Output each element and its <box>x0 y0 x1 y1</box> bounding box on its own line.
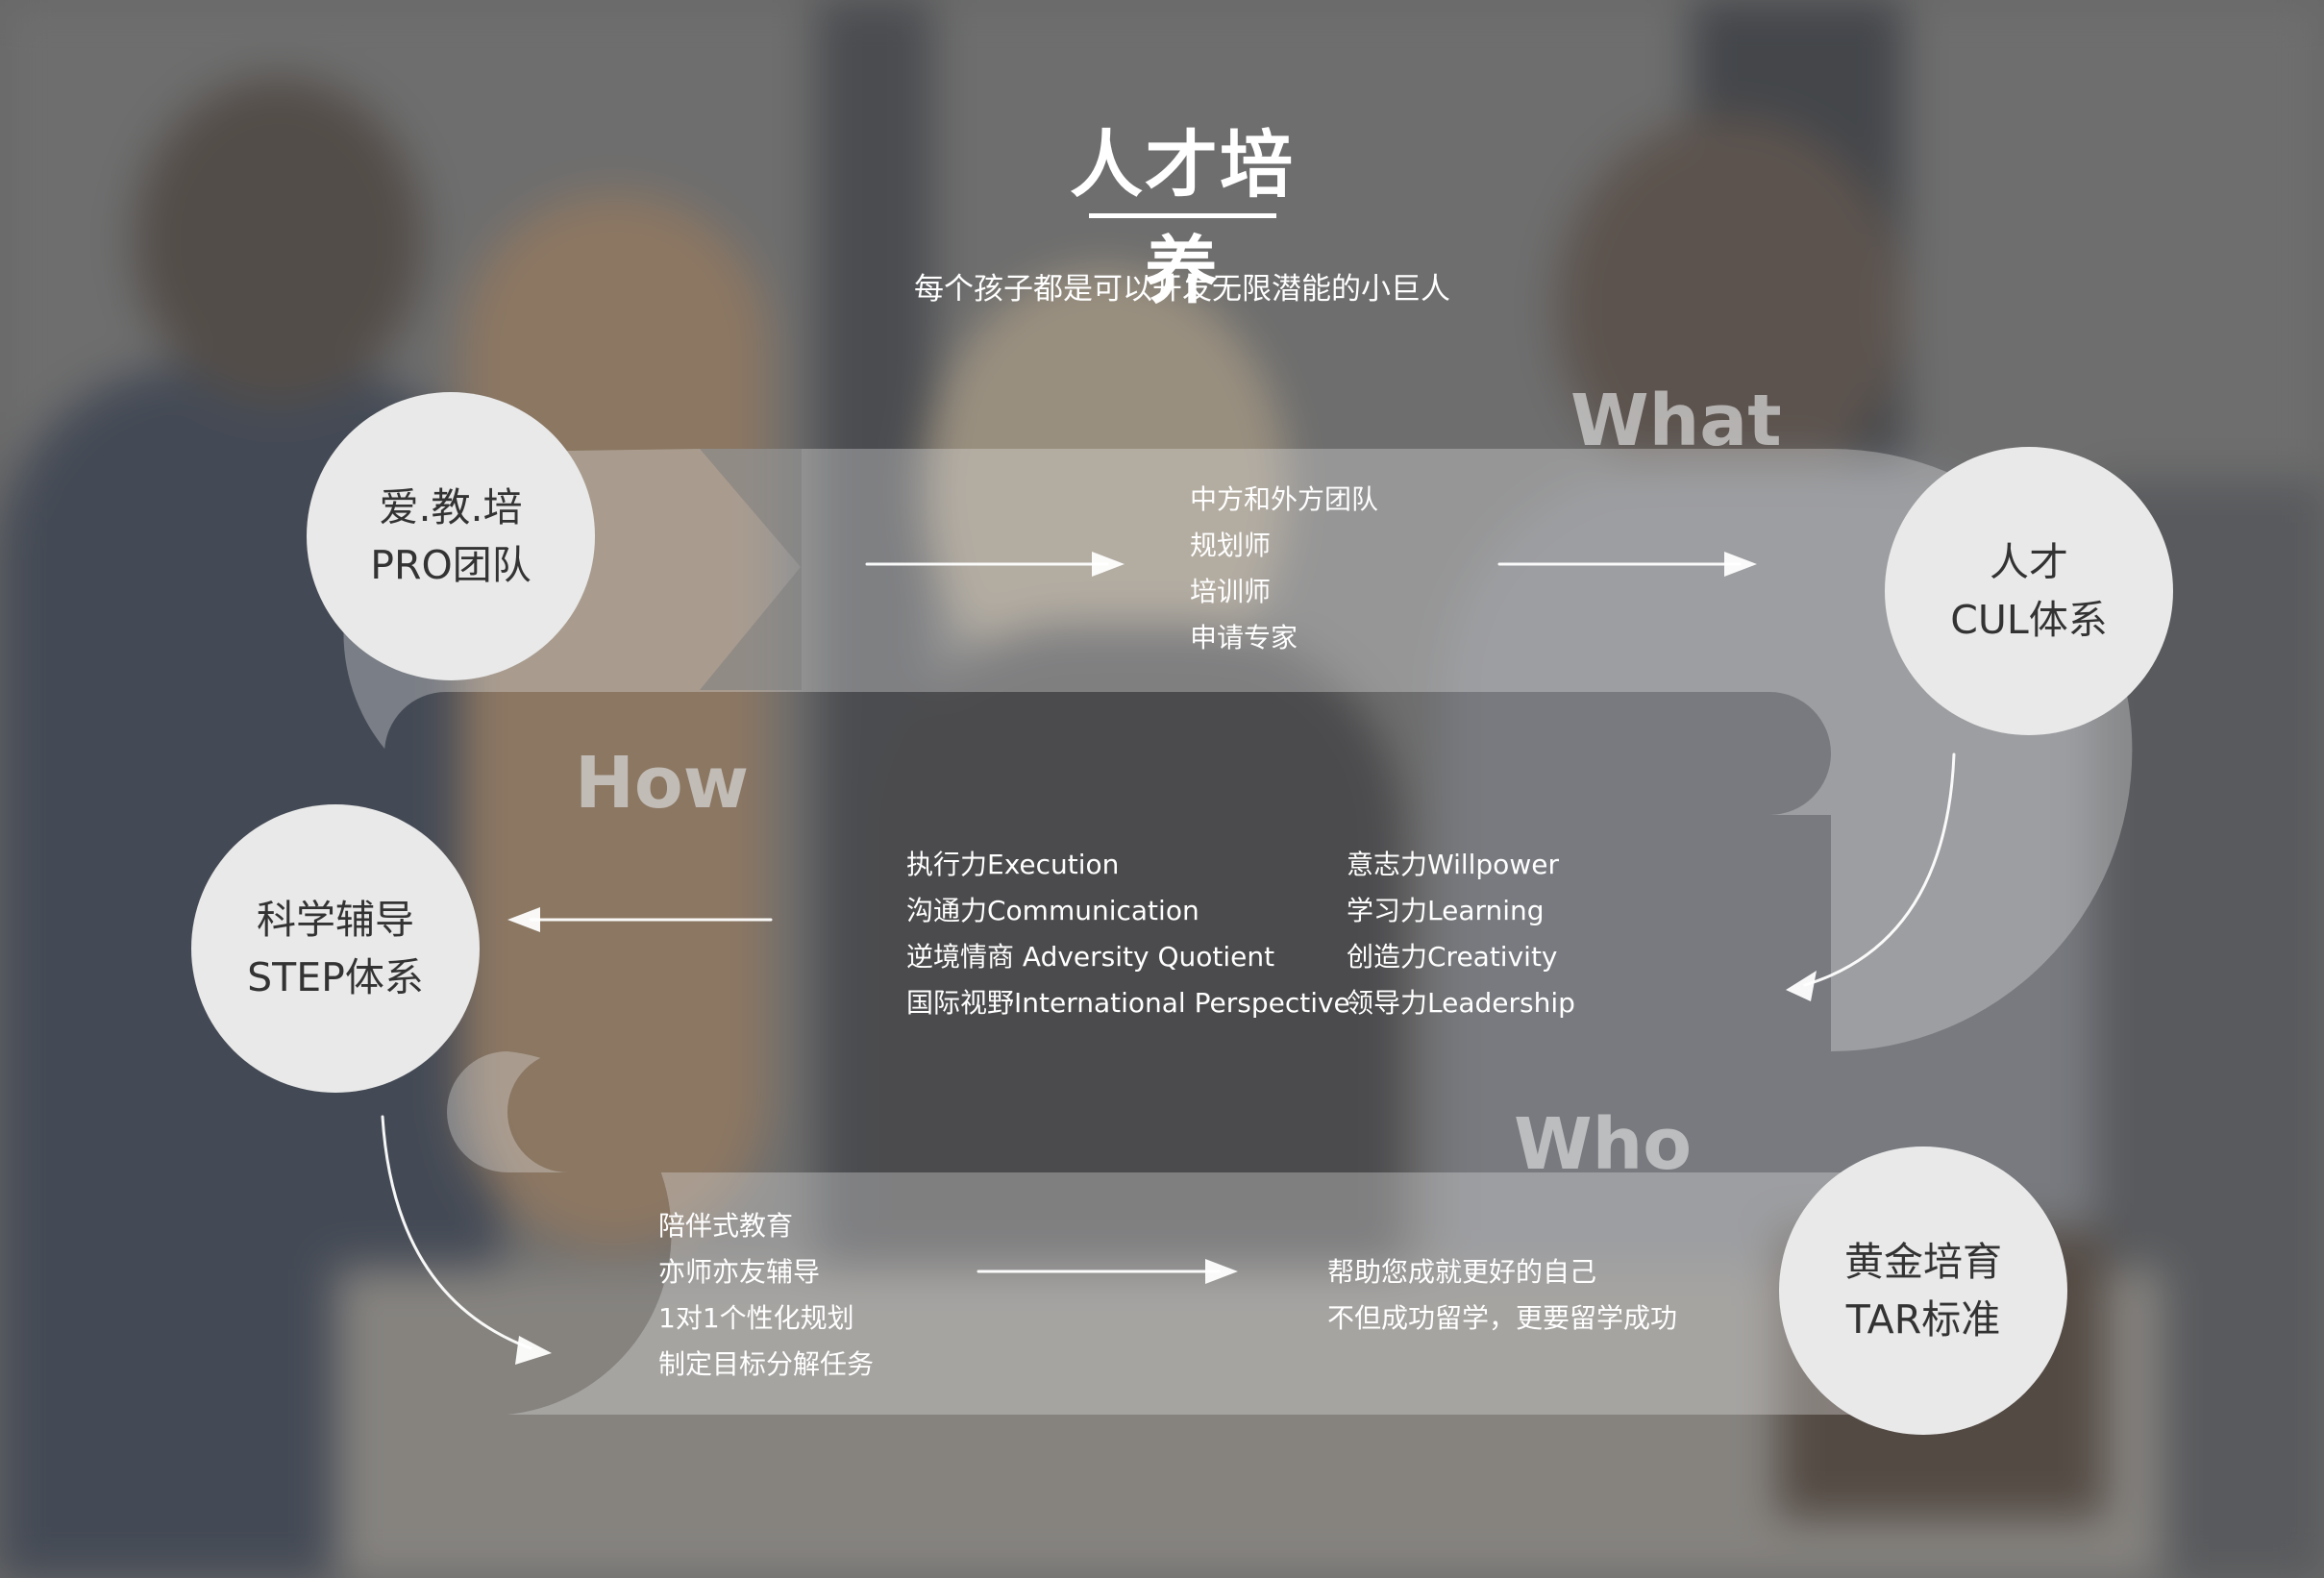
list-item: 帮助您成就更好的自己 <box>1327 1256 1597 1288</box>
list-item: 申请专家 <box>1190 622 1298 653</box>
node-cul-line1: 人才 <box>1990 539 2068 585</box>
list-item: 不但成功留学，更要留学成功 <box>1327 1302 1678 1334</box>
serpentine-band <box>343 449 2133 1415</box>
list-skills-right: 意志力Willpower 学习力Learning 创造力Creativity 领… <box>1347 842 1575 1026</box>
arrowhead-top-left <box>1092 552 1125 577</box>
node-tar-line1: 黄金培育 <box>1844 1239 2002 1285</box>
node-tar-standard: 黄金培育 TAR标准 <box>1779 1147 2067 1435</box>
list-tutoring: 陪伴式教育 亦师亦友辅导 1对1个性化规划 制定目标分解任务 <box>658 1203 874 1388</box>
node-pro-team: 爱.教.培 PRO团队 <box>307 392 595 680</box>
page-title: 人才培养 <box>1070 122 1295 313</box>
arrowhead-middle <box>507 907 540 932</box>
list-item: 规划师 <box>1190 530 1272 561</box>
watermark-what: What <box>1570 380 1782 462</box>
node-cul-system: 人才 CUL体系 <box>1885 447 2173 735</box>
list-item: 制定目标分解任务 <box>658 1348 875 1380</box>
list-item: 创造力Creativity <box>1347 941 1558 973</box>
watermark-who: Who <box>1514 1103 1693 1186</box>
list-item: 领导力Leadership <box>1347 987 1575 1019</box>
page-subtitle: 每个孩子都是可以开发无限潜能的小巨人 <box>914 272 1450 307</box>
list-item: 陪伴式教育 <box>658 1210 794 1242</box>
watermark-how: How <box>575 742 750 825</box>
list-item: 中方和外方团队 <box>1190 483 1379 515</box>
list-item: 逆境情商 Adversity Quotient <box>906 941 1275 973</box>
list-outcome: 帮助您成就更好的自己 不但成功留学，更要留学成功 <box>1327 1249 1677 1342</box>
list-item: 沟通力Communication <box>906 895 1199 926</box>
list-item: 执行力Execution <box>906 849 1120 880</box>
arrowhead-bottom <box>1205 1259 1238 1284</box>
list-item: 培训师 <box>1190 576 1272 607</box>
list-item: 学习力Learning <box>1347 895 1545 926</box>
list-item: 意志力Willpower <box>1347 849 1559 880</box>
node-pro-line2: PRO团队 <box>370 542 532 588</box>
chevron-notch <box>700 449 802 690</box>
arrowhead-left-curve <box>515 1336 552 1365</box>
node-pro-line1: 爱.教.培 <box>379 484 523 530</box>
arrowhead-right-curve <box>1786 971 1817 1001</box>
node-tar-line2: TAR标准 <box>1845 1296 2001 1343</box>
arrow-left-curve <box>381 1115 532 1350</box>
list-team: 中方和外方团队 规划师 培训师 申请专家 <box>1190 477 1378 661</box>
list-skills-left: 执行力Execution 沟通力Communication 逆境情商 Adver… <box>906 842 1350 1026</box>
node-step-line2: STEP体系 <box>247 954 424 1000</box>
node-step-system: 科学辅导 STEP体系 <box>191 804 480 1093</box>
title-underline <box>1089 213 1276 218</box>
arrowhead-top-right <box>1724 552 1757 577</box>
list-item: 亦师亦友辅导 <box>658 1256 821 1288</box>
node-step-line1: 科学辅导 <box>257 897 414 943</box>
list-item: 国际视野International Perspective <box>906 987 1350 1019</box>
list-item: 1对1个性化规划 <box>658 1302 854 1334</box>
arrow-right-curve <box>1803 752 1956 987</box>
node-cul-line2: CUL体系 <box>1950 597 2108 643</box>
